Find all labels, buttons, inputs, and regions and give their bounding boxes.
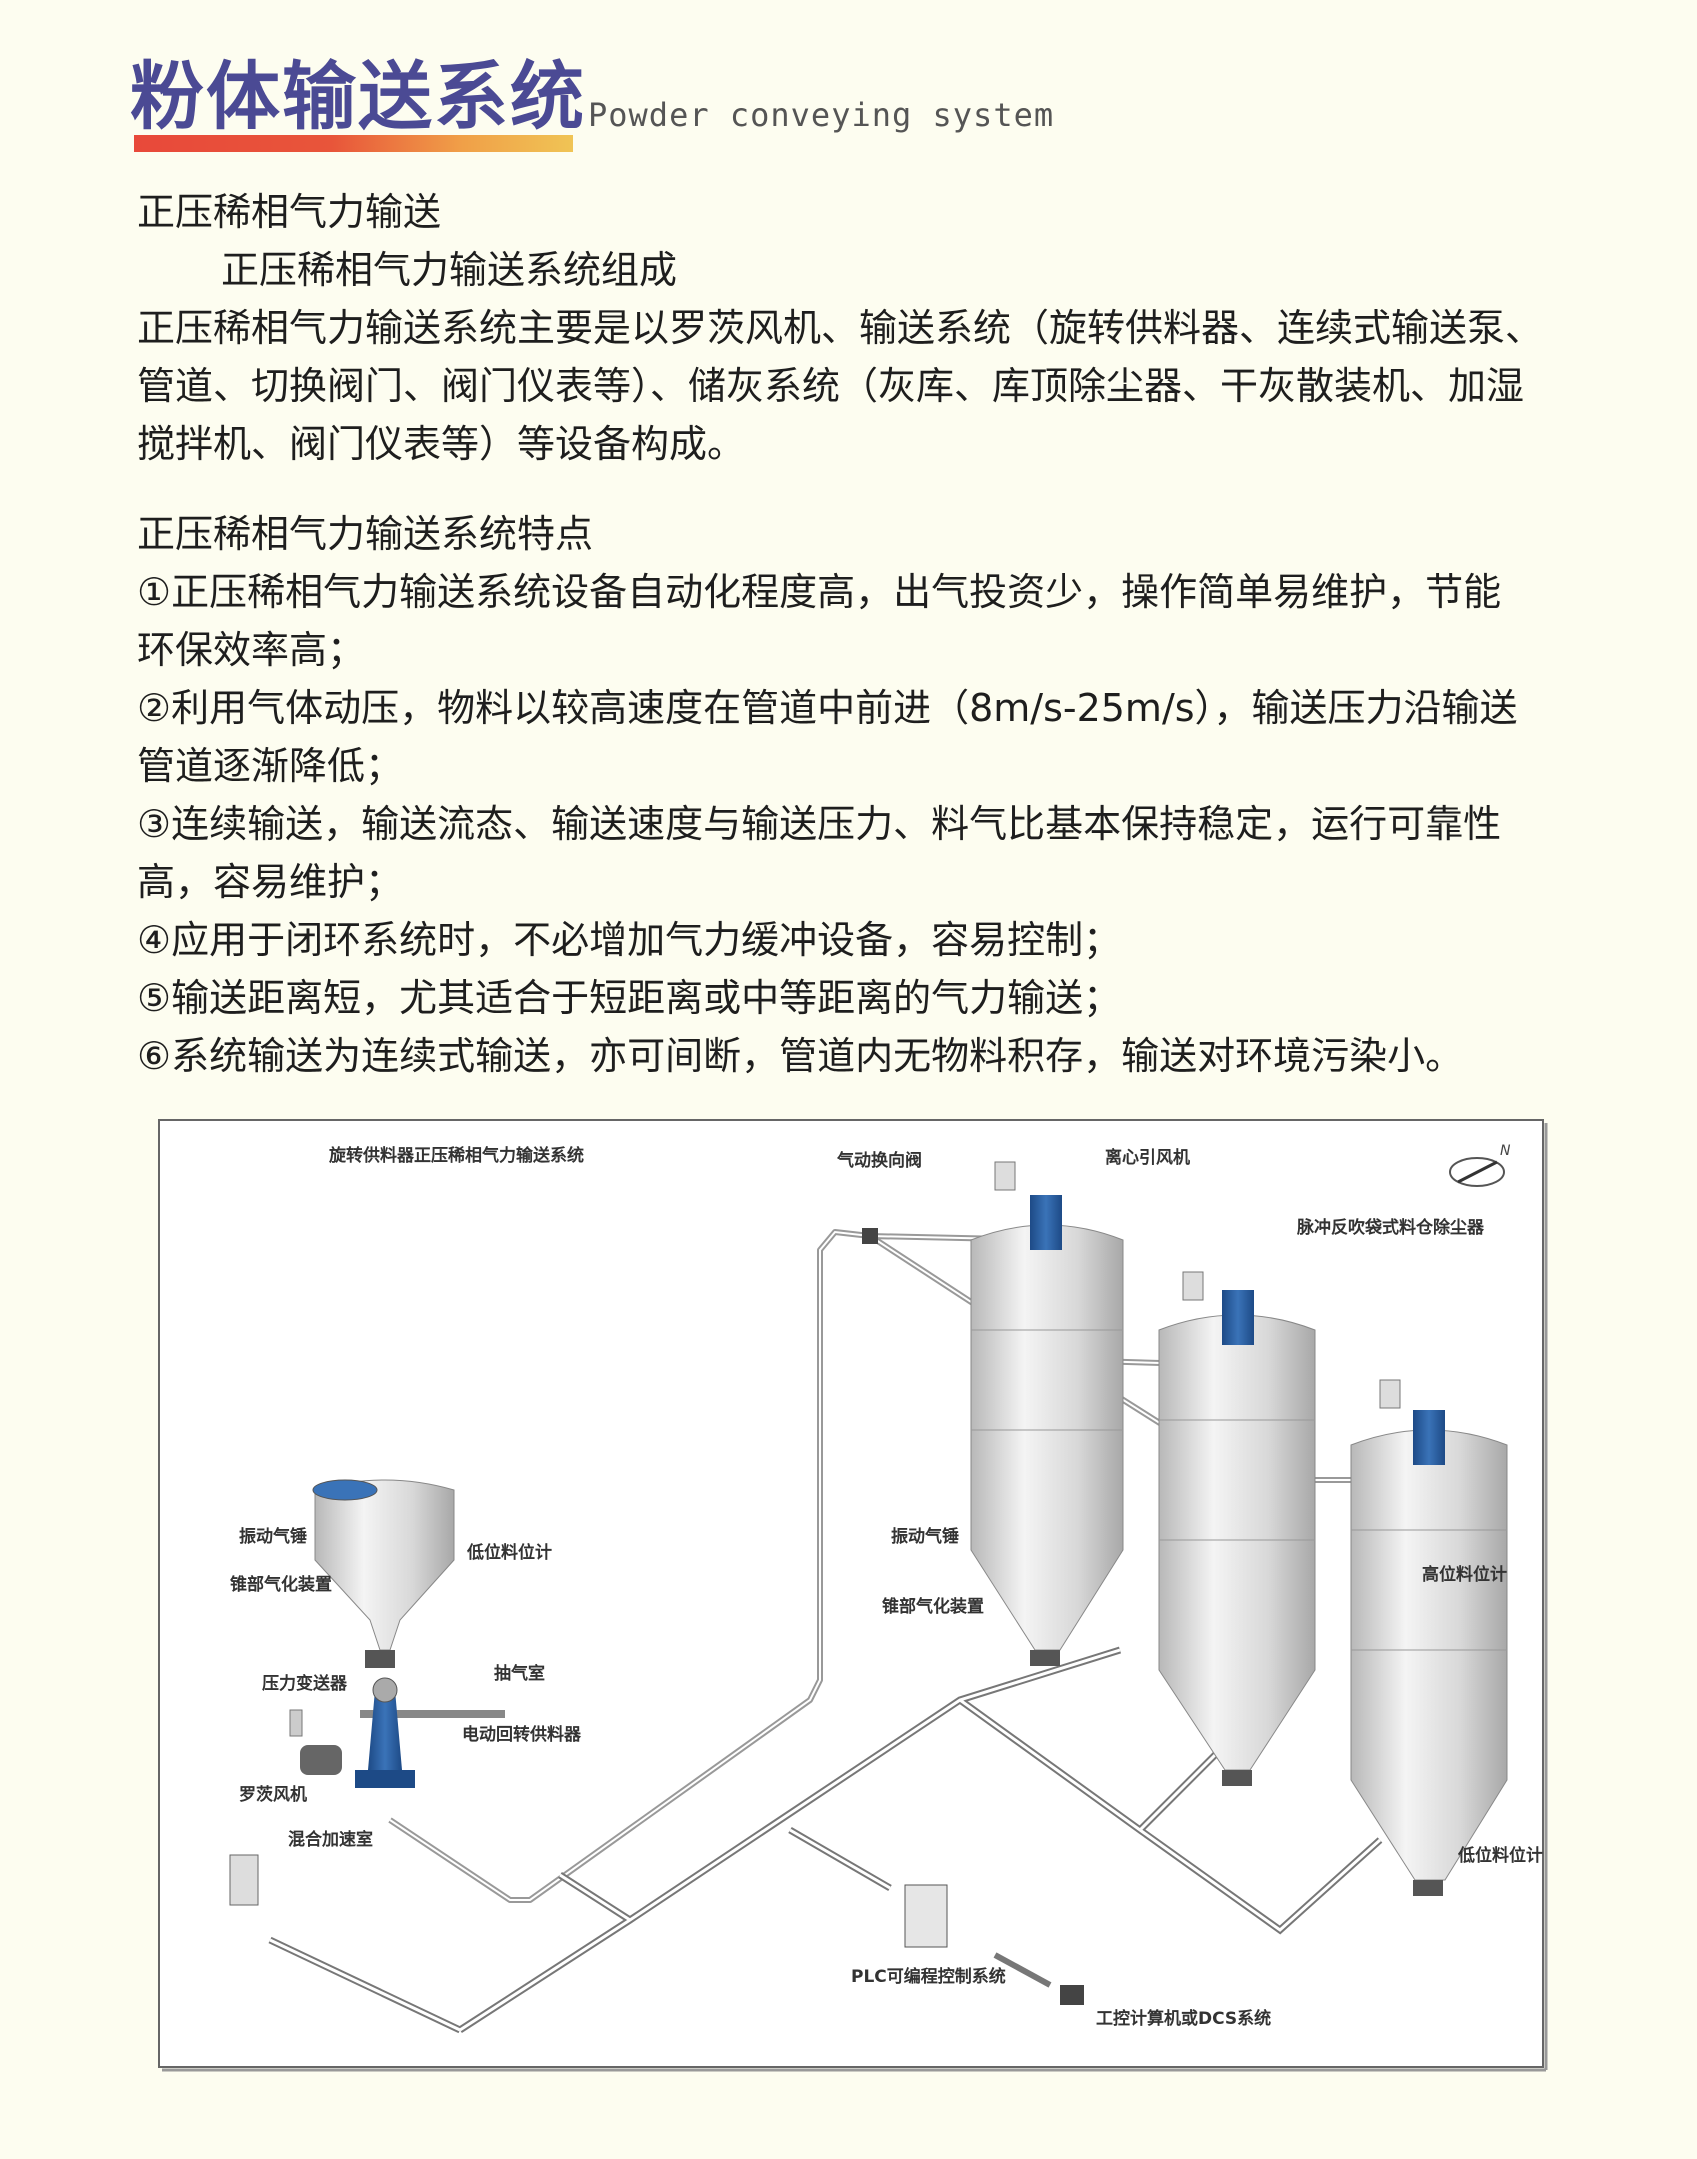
paragraph-line: 搅拌机、阀门仪表等）等设备构成。	[137, 422, 746, 466]
silo-3	[1350, 1379, 1508, 1896]
feed-hopper	[312, 1479, 455, 1668]
section-composition: 正压稀相气力输送 正压稀相气力输送系统组成 正压稀相气力输送系统主要是以罗茨风机…	[137, 183, 1657, 473]
feature-line: ①正压稀相气力输送系统设备自动化程度高，出气投资少，操作简单易维护，节能	[137, 570, 1502, 614]
label-centrifugal-fan: 离心引风机	[1105, 1147, 1190, 1168]
feature-line: 管道逐渐降低；	[137, 744, 404, 788]
label-pressure-transmitter: 压力变送器	[262, 1673, 348, 1694]
compass: N	[1449, 1143, 1511, 1187]
section-heading: 正压稀相气力输送系统特点	[137, 512, 594, 556]
compass-north-label: N	[1500, 1143, 1511, 1159]
control-cabinet	[229, 1854, 259, 1906]
section-features: 正压稀相气力输送系统特点 ①正压稀相气力输送系统设备自动化程度高，出气投资少，操…	[137, 505, 1657, 1085]
label-mixing-chamber: 混合加速室	[288, 1829, 373, 1850]
label-cone-aerator-right: 锥部气化装置	[882, 1596, 984, 1617]
feature-line: 高，容易维护；	[137, 860, 404, 904]
rotary-feeder	[289, 1677, 505, 1788]
feature-line: ⑤输送距离短，尤其适合于短距离或中等距离的气力输送；	[137, 976, 1122, 1020]
feature-line: ④应用于闭环系统时，不必增加气力缓冲设备，容易控制；	[137, 918, 1122, 962]
silo-2	[1158, 1271, 1316, 1786]
title-underline-bar	[134, 135, 573, 152]
label-dust-collector: 脉冲反吹袋式料仓除尘器	[1296, 1217, 1485, 1238]
diverter-valve-icon	[862, 1228, 878, 1244]
paragraph-line: 正压稀相气力输送系统主要是以罗茨风机、输送系统（旋转供料器、连续式输送泵、	[137, 306, 1544, 350]
silo-1	[970, 1161, 1124, 1666]
label-suction-chamber: 抽气室	[494, 1663, 545, 1684]
page-title: 粉体输送系统	[130, 54, 586, 140]
label-vibrator-right: 振动气锤	[891, 1526, 959, 1547]
page-subtitle: Powder conveying system	[588, 96, 1055, 134]
label-low-level-left: 低位料位计	[466, 1542, 552, 1563]
computer-icon	[1060, 1985, 1084, 2005]
label-cone-aerator-left: 锥部气化装置	[230, 1574, 332, 1595]
label-plc: PLC可编程控制系统	[851, 1966, 1006, 1987]
feature-line: ②利用气体动压，物料以较高速度在管道中前进（8m/s-25m/s），输送压力沿输…	[137, 686, 1518, 730]
paragraph-line: 管道、切换阀门、阀门仪表等）、储灰系统（灰库、库顶除尘器、干灰散装机、加湿	[137, 364, 1525, 408]
label-high-level: 高位料位计	[1422, 1564, 1507, 1585]
diagram-title: 旋转供料器正压稀相气力输送系统	[328, 1145, 584, 1166]
feature-line: ③连续输送，输送流态、输送速度与输送压力、料气比基本保持稳定，运行可靠性	[137, 802, 1502, 846]
section-heading: 正压稀相气力输送	[137, 190, 442, 234]
feature-line: ⑥系统输送为连续式输送，亦可间断，管道内无物料积存，输送对环境污染小。	[137, 1034, 1464, 1078]
section-subheading: 正压稀相气力输送系统组成	[221, 248, 678, 292]
label-vibrator-left: 振动气锤	[239, 1526, 307, 1547]
label-diverter-valve: 气动换向阀	[836, 1150, 922, 1171]
label-rotary-feeder: 电动回转供料器	[462, 1724, 582, 1745]
feature-line: 环保效率高；	[137, 628, 366, 672]
label-low-level-right: 低位料位计	[1457, 1845, 1543, 1866]
label-dcs: 工控计算机或DCS系统	[1096, 2008, 1271, 2029]
plc-cabinet	[904, 1884, 948, 1948]
label-roots-blower: 罗茨风机	[239, 1784, 307, 1805]
